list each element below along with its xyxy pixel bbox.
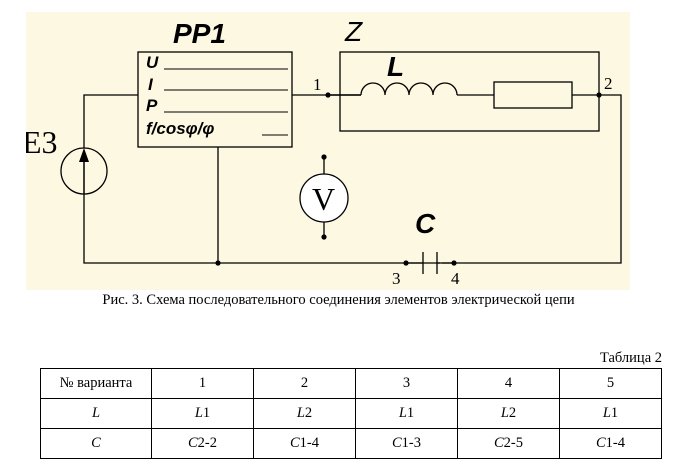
circuit-svg: PP1 U I P f/cosφ/φ Z L C E3 V 1 2 3 4: [26, 12, 630, 290]
node-3-dot: [403, 260, 409, 266]
cell-prefix: L: [194, 405, 203, 421]
table-header-row: № варианта 1 2 3 4 5: [40, 368, 662, 399]
table-cell: L1: [151, 398, 254, 429]
cell-prefix: L: [398, 405, 407, 421]
cell-suffix: 1: [610, 405, 619, 421]
node-4-label: 4: [451, 269, 460, 288]
impedance-internals: [340, 81, 599, 109]
header-cell: 1: [151, 368, 254, 399]
voltmeter-top-dot: [321, 154, 327, 160]
table-cell: L2: [253, 398, 356, 429]
figure-caption: Рис. 3. Схема последовательного соединен…: [102, 292, 575, 308]
header-cell: № варианта: [40, 368, 152, 399]
node-1-label: 1: [313, 75, 322, 94]
cell-suffix: 1: [406, 405, 415, 421]
voltmeter-label: V: [312, 181, 335, 217]
device-label: PP1: [173, 18, 226, 49]
cell-suffix: 1-3: [401, 435, 421, 451]
header-cell: 5: [559, 368, 662, 399]
table-cell: C2-2: [151, 428, 254, 459]
cell-suffix: 2: [304, 405, 313, 421]
voltmeter-circle: [299, 173, 349, 223]
cell-prefix: L: [602, 405, 611, 421]
header-cell: 2: [253, 368, 356, 399]
impedance-box: [339, 51, 600, 132]
circuit-wires: [83, 94, 622, 264]
cell-prefix: C: [595, 435, 606, 451]
voltmeter-bottom-dot: [321, 234, 327, 240]
header-cell: 4: [457, 368, 560, 399]
meter-device-box: [137, 51, 293, 148]
table-cell: L1: [355, 398, 458, 429]
capacitor-label: C: [415, 208, 436, 239]
header-cell: 3: [355, 368, 458, 399]
table-row: L L1 L2 L1 L2 L1: [40, 398, 662, 429]
table-cell: C1-3: [355, 428, 458, 459]
cell-suffix: 2: [508, 405, 517, 421]
cell-prefix: C: [391, 435, 402, 451]
cell-suffix: 1: [202, 405, 211, 421]
emf-arrow-head: [79, 148, 89, 162]
table-cell: C2-5: [457, 428, 560, 459]
row-label: L: [40, 398, 152, 429]
node-1-dot: [325, 92, 331, 98]
bottom-junction-dot: [215, 260, 221, 266]
table-cell: L2: [457, 398, 560, 429]
cell-prefix: C: [187, 435, 198, 451]
node-4-dot: [451, 260, 457, 266]
junction-dots: [215, 92, 602, 266]
cell-suffix: 2-2: [197, 435, 217, 451]
impedance-label: Z: [344, 16, 363, 47]
meter-row-u: U: [146, 53, 159, 72]
meter-row-p: P: [146, 96, 158, 115]
source-label: E3: [26, 124, 58, 160]
inductor-coil: [360, 82, 458, 96]
variants-table: № варианта 1 2 3 4 5 L L1 L2 L1 L2 L1 C …: [40, 368, 662, 459]
table-title: Таблица 2: [599, 350, 662, 366]
meter-row-f: f/cosφ/φ: [146, 119, 214, 138]
cell-suffix: 2-5: [503, 435, 523, 451]
node-3-label: 3: [392, 269, 401, 288]
cell-prefix: L: [296, 405, 305, 421]
cell-prefix: L: [500, 405, 509, 421]
table-cell: L1: [559, 398, 662, 429]
cell-suffix: 1-4: [299, 435, 319, 451]
circuit-diagram: PP1 U I P f/cosφ/φ Z L C E3 V 1 2 3 4: [26, 12, 630, 290]
table-row: C C2-2 C1-4 C1-3 C2-5 C1-4: [40, 428, 662, 459]
node-2-dot: [596, 92, 602, 98]
cell-prefix: C: [493, 435, 504, 451]
table-cell: C1-4: [559, 428, 662, 459]
cell-prefix: C: [289, 435, 300, 451]
table-cell: C1-4: [253, 428, 356, 459]
row-label: C: [40, 428, 152, 459]
cell-suffix: 1-4: [605, 435, 625, 451]
meter-row-i: I: [148, 75, 154, 94]
meter-underlines: [164, 68, 288, 136]
figure-background: [26, 12, 630, 290]
node-2-label: 2: [604, 74, 613, 93]
inductor-label: L: [387, 51, 404, 82]
